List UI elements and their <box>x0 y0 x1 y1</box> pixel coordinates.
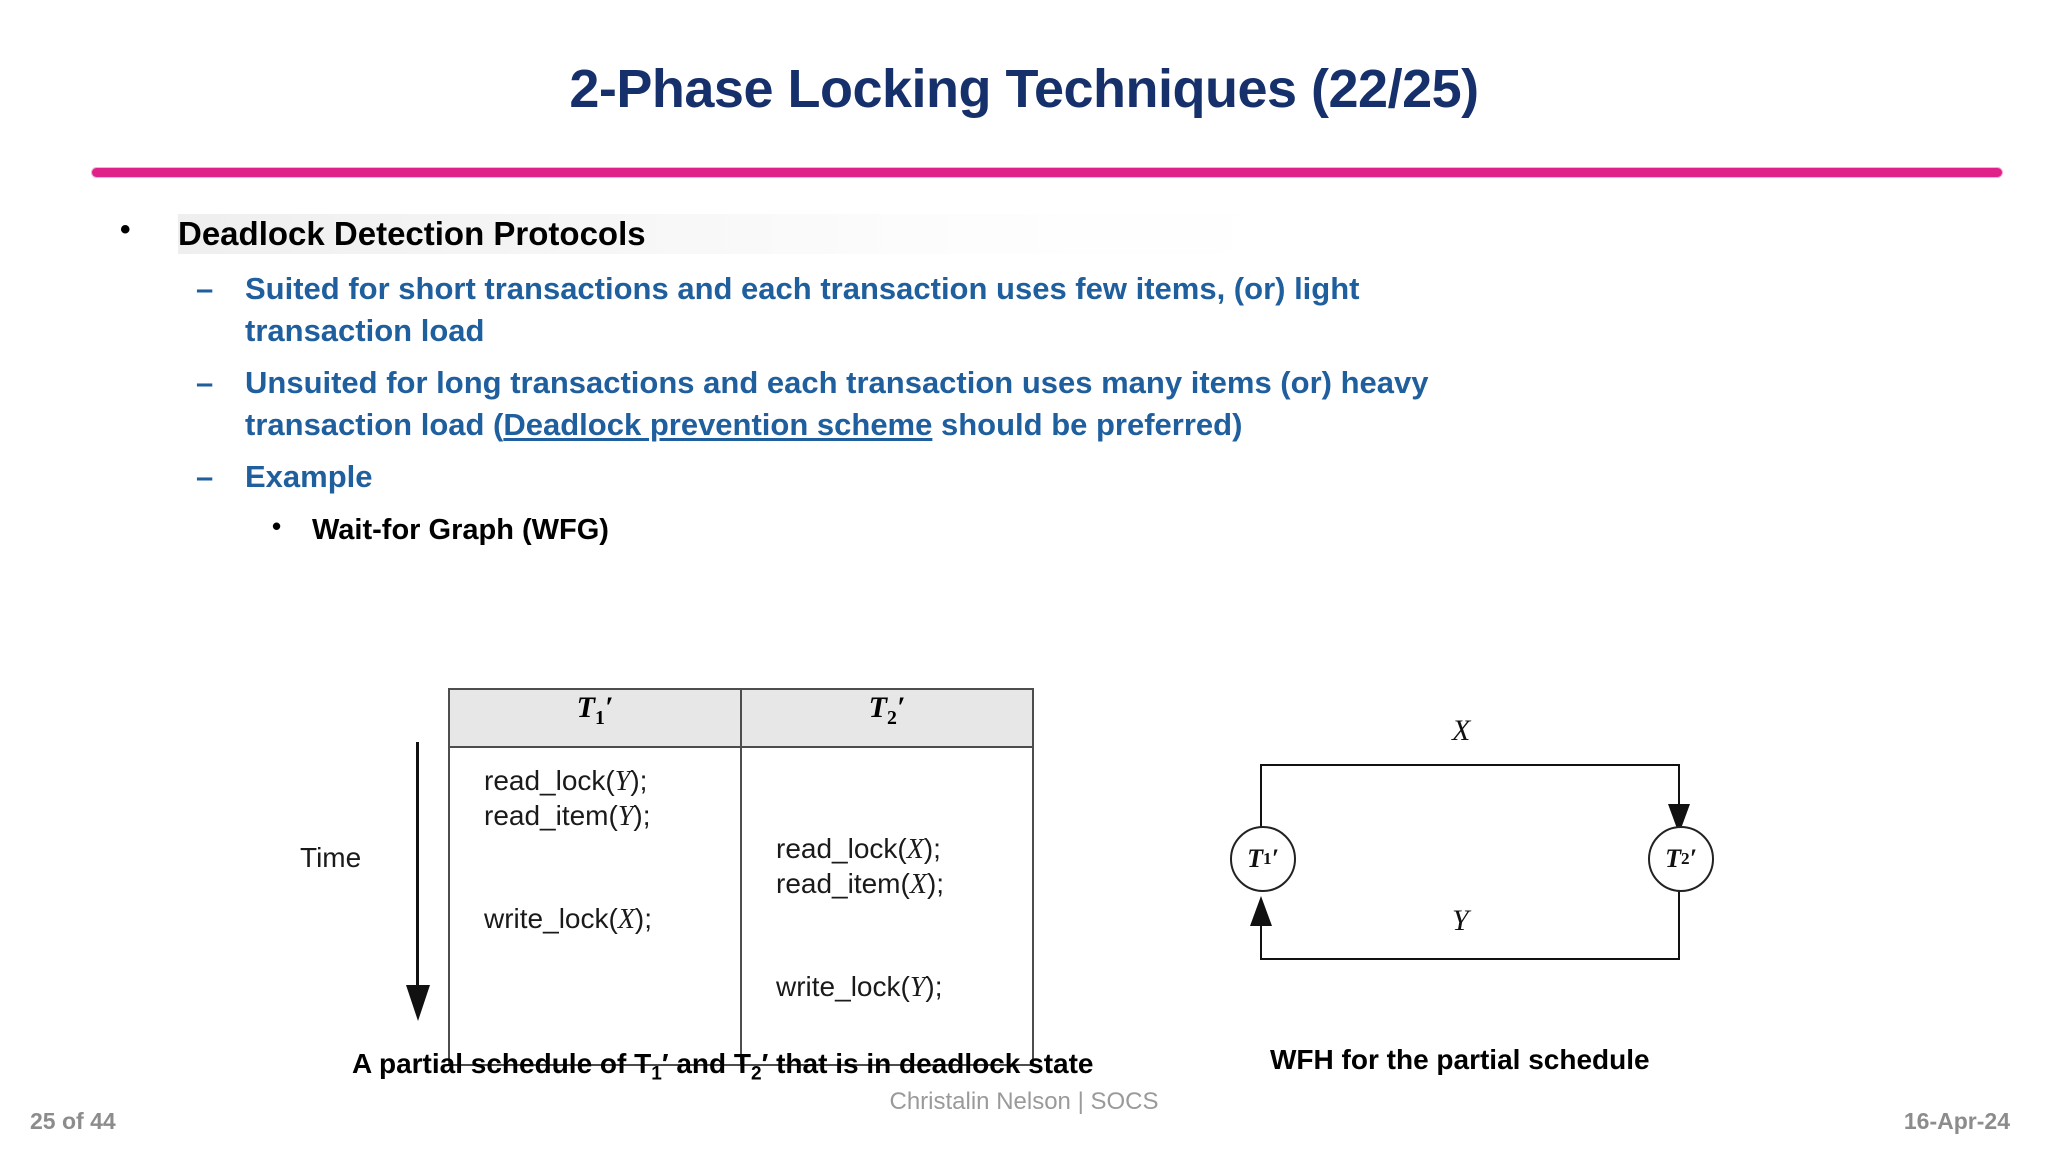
wfg-edge-x-segment <box>1260 764 1680 766</box>
spacer-line <box>776 764 1032 798</box>
wfg-arrowhead-icon-y <box>1250 896 1272 926</box>
op-write-lock-y: write_lock(Y); <box>776 971 943 1004</box>
column-header-t2: T2′ <box>740 688 1034 748</box>
op-read-lock-x: read_lock(X); <box>776 833 941 865</box>
bullet-level1-deadlock-detection: • Deadlock Detection Protocols <box>0 213 2048 254</box>
figure-row: Time T1′ T2′ read_lock(Y); read_item(Y); <box>0 688 2048 1088</box>
table-row: read_lock(Y); read_item(Y); write_lock(X… <box>448 746 1034 1066</box>
bullet-marker-icon: • <box>120 213 131 246</box>
time-axis: Time <box>300 742 430 1032</box>
bullet-level2-label-example: Example <box>245 459 373 495</box>
dash-marker-icon: – <box>196 364 214 400</box>
spacer-line <box>776 798 1032 832</box>
column-header-t1: T1′ <box>448 688 742 748</box>
caption-partial-schedule: A partial schedule of T1′ and T2′ that i… <box>352 1048 1094 1085</box>
schedule-table: T1′ T2′ read_lock(Y); read_item(Y); writ… <box>448 688 1034 1066</box>
table-header-row: T1′ T2′ <box>448 688 1034 748</box>
bullet-level2-label-suited: Suited for short transactions and each t… <box>245 270 1360 348</box>
dash-marker-icon: – <box>196 270 214 306</box>
bullet-level1-label: Deadlock Detection Protocols <box>178 214 1286 254</box>
cell-t2-operations: read_lock(X); read_item(X); write_lock(Y… <box>740 746 1034 1066</box>
page-title: 2-Phase Locking Techniques (22/25) <box>569 59 1479 119</box>
bullet-level2-unsuited: – Unsuited for long transactions and eac… <box>0 362 2048 446</box>
spacer-line <box>776 902 1032 936</box>
wfg-edge-label-y: Y <box>1452 904 1469 937</box>
wfg-edge-y-segment <box>1260 958 1680 960</box>
wfg-edge-x-segment <box>1260 764 1262 828</box>
bullet-level3-label: Wait-for Graph (WFG) <box>312 514 609 547</box>
time-arrow-line <box>416 742 419 992</box>
wfg-edge-label-x: X <box>1452 714 1471 747</box>
caption-wfg: WFH for the partial schedule <box>1270 1044 1650 1075</box>
bullet-level2-suited: – Suited for short transactions and each… <box>0 268 2048 352</box>
spacer-line <box>484 868 740 902</box>
op-write-lock-x: write_lock(X); <box>484 903 653 936</box>
bullet-level3-wait-for-graph: • Wait-for Graph (WFG) <box>0 511 2048 548</box>
time-axis-label: Time <box>300 842 362 873</box>
spacer-line <box>484 834 740 868</box>
title-divider-rule <box>92 168 2002 177</box>
wfg-edge-y-segment <box>1678 888 1680 960</box>
bullet-level2-example: – Example <box>0 456 2048 498</box>
op-read-item-y: read_item(Y); <box>484 800 651 833</box>
slide-body: • Deadlock Detection Protocols – Suited … <box>0 213 2048 549</box>
bullet-marker-icon: • <box>272 511 282 542</box>
wfg-edge-x-segment <box>1678 764 1680 808</box>
dash-marker-icon: – <box>196 459 214 495</box>
footer-author: Christalin Nelson | SOCS <box>889 1088 1159 1115</box>
deadlock-prevention-link[interactable]: Deadlock prevention scheme <box>503 407 933 443</box>
bullet-level2-text-after: should be preferred) <box>932 407 1243 443</box>
wfg-edge-y-segment <box>1260 926 1262 960</box>
time-arrow-head-icon <box>406 985 430 1021</box>
op-read-item-x: read_item(X); <box>776 868 945 901</box>
bullet-level2-text-before: Unsuited for long transactions and each … <box>245 364 1429 443</box>
footer-date: 16-Apr-24 <box>1903 1108 2010 1134</box>
cell-t1-operations: read_lock(Y); read_item(Y); write_lock(X… <box>448 746 742 1066</box>
spacer-line <box>776 936 1032 970</box>
op-read-lock-y: read_lock(Y); <box>484 765 648 797</box>
footer-slide-number: 25 of 44 <box>30 1108 116 1134</box>
